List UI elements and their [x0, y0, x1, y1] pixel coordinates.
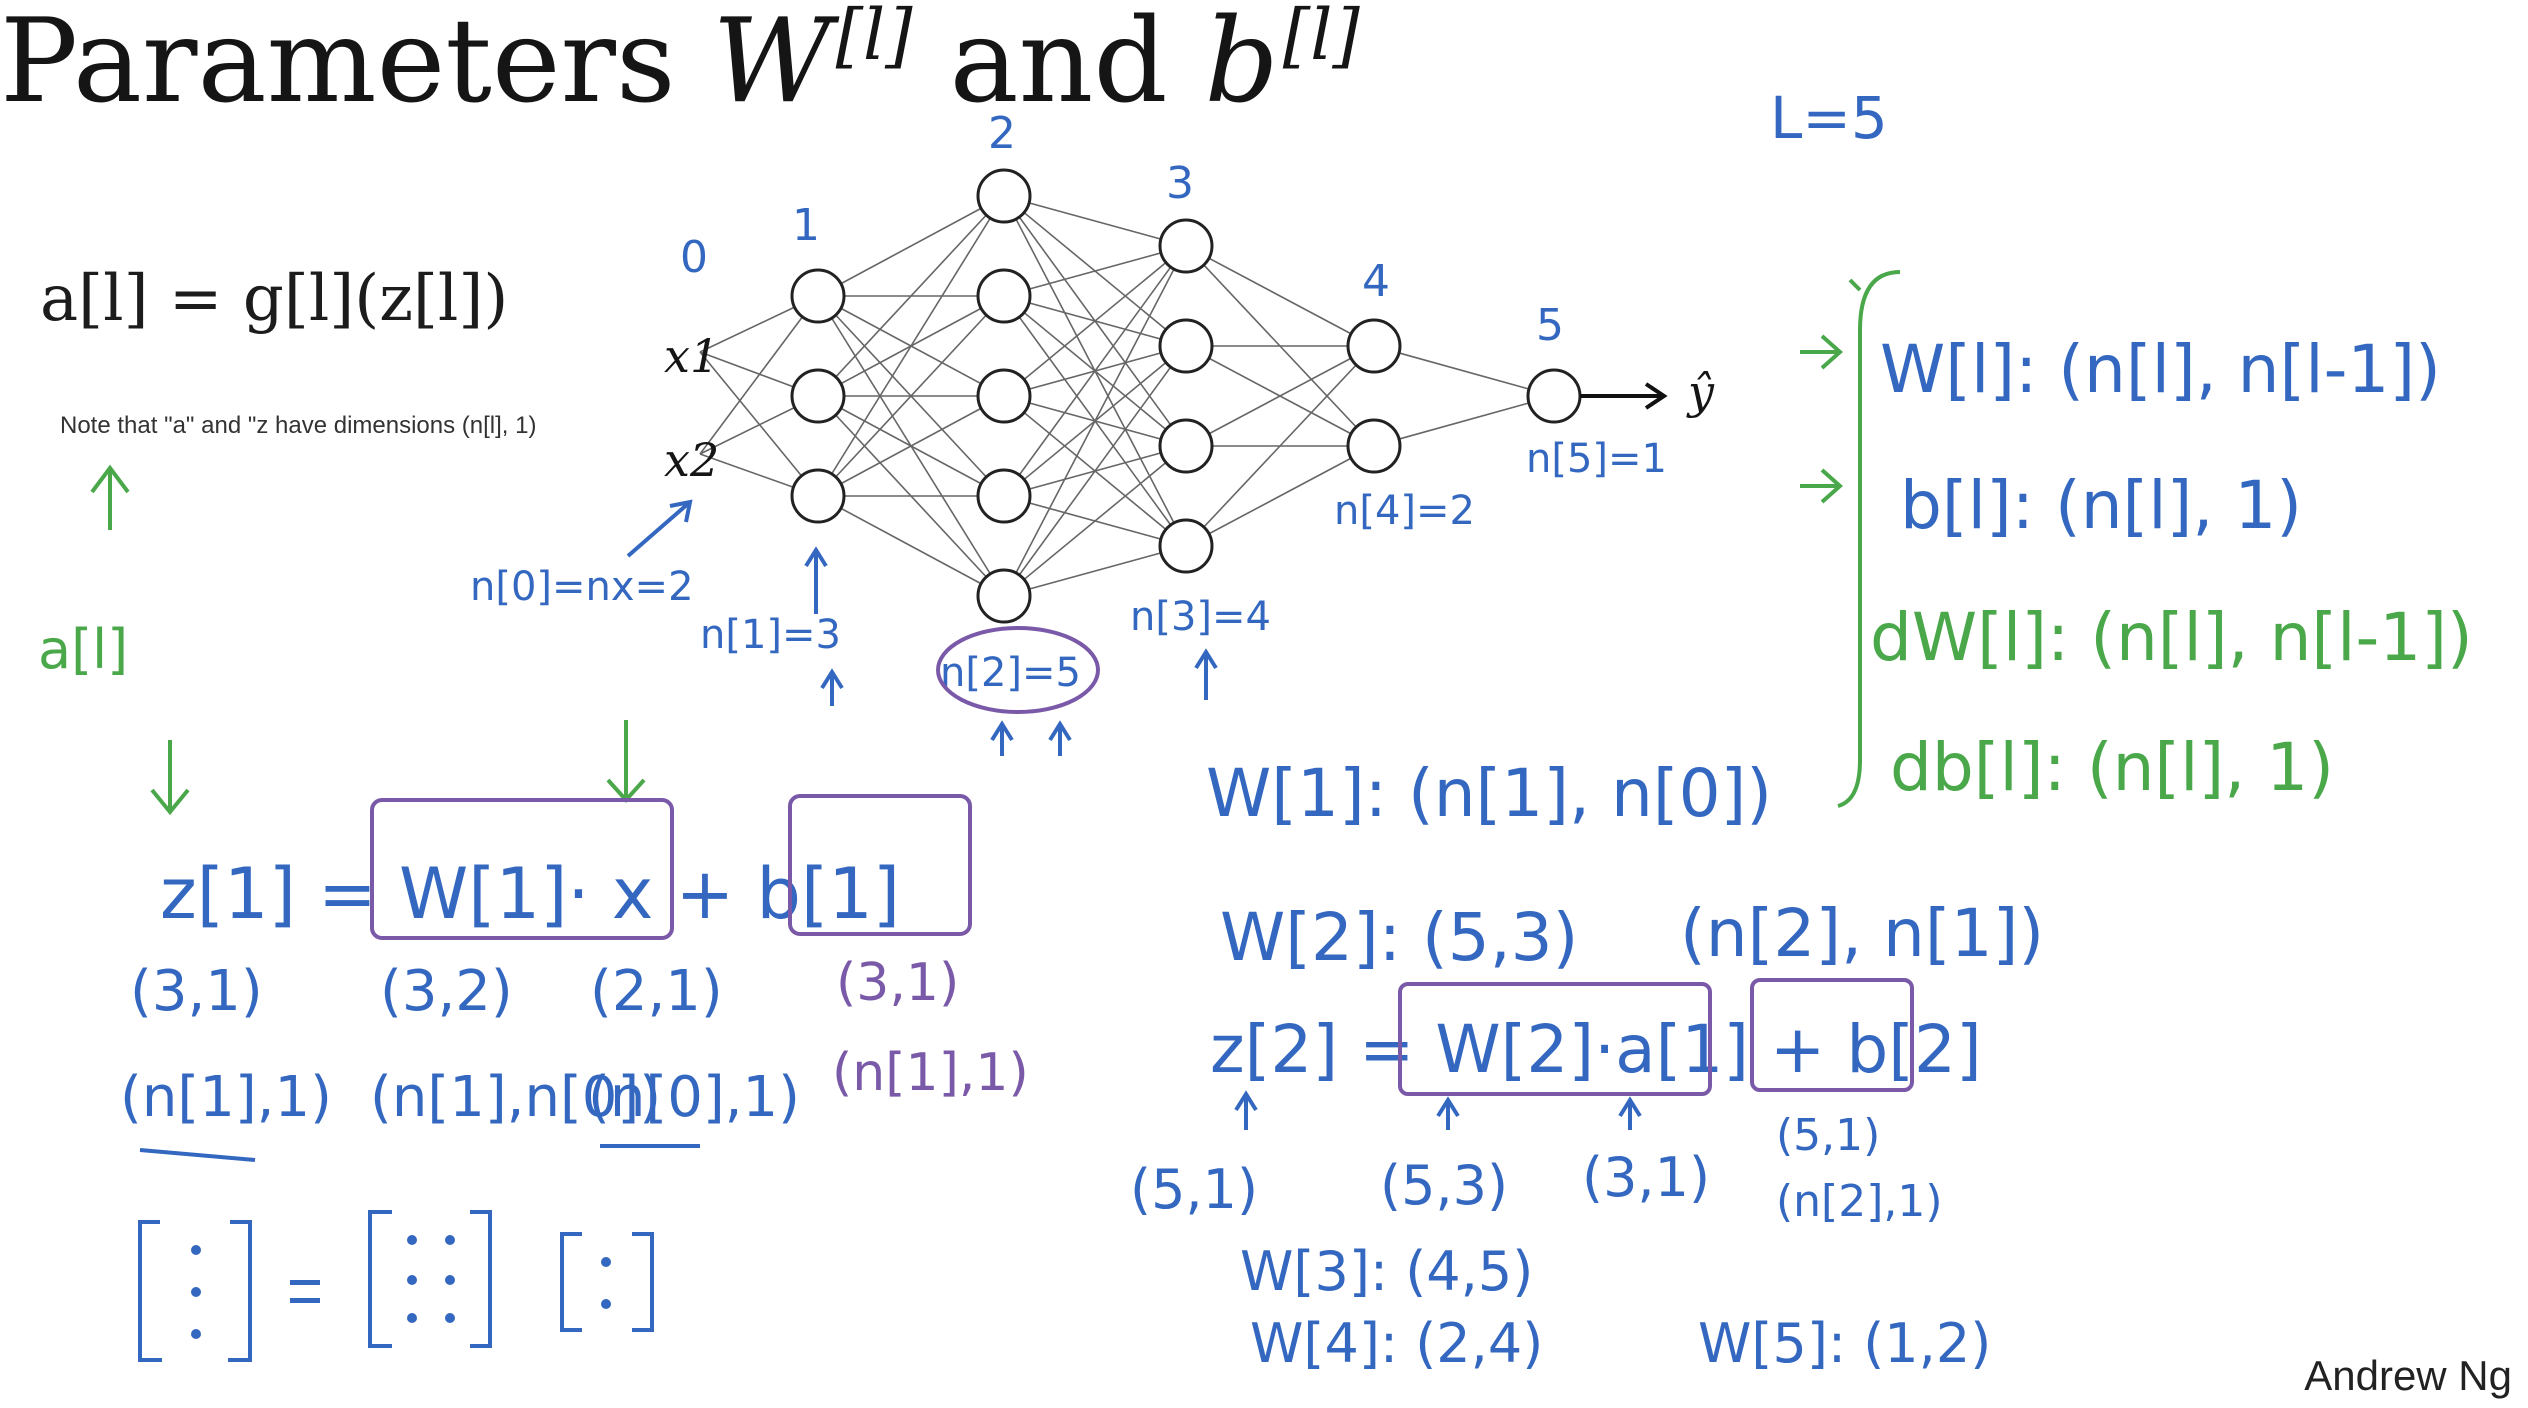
- w4-dims: W[4]: (2,4): [1250, 1312, 1543, 1375]
- neuron-layer-5: [1526, 368, 1582, 424]
- layer-number-0: 0: [680, 232, 708, 283]
- neuron-layer-2: [976, 568, 1032, 624]
- left-dim-z1: (3,1): [130, 959, 263, 1024]
- left-sym-b1: (n[1],1): [832, 1043, 1029, 1103]
- summary-w: W[l]: (n[l], n[l-1]): [1880, 331, 2441, 408]
- activation-formula: a[l] = g[l](z[l]): [40, 262, 509, 336]
- neuron-layer-1: [790, 268, 846, 324]
- connection-line: [1373, 395, 1555, 447]
- connection-line: [1003, 245, 1187, 597]
- a-l-note: a[l]: [38, 618, 128, 681]
- layer-number-4: 4: [1362, 256, 1390, 307]
- n2-highlight-ellipse: [936, 626, 1100, 714]
- output-arrow: [1580, 382, 1668, 410]
- right-dim-z2: (5,1): [1130, 1158, 1258, 1221]
- right-sym-b2: (n[2],1): [1776, 1176, 1943, 1227]
- w5-dims: W[5]: (1,2): [1698, 1312, 1991, 1375]
- right-w2-sym-dims: (n[2], n[1]): [1680, 895, 2044, 972]
- connection-line: [1003, 545, 1187, 597]
- neuron-layer-2: [976, 468, 1032, 524]
- left-sym-z1: (n[1],1): [120, 1065, 332, 1130]
- b2-box: [1750, 978, 1914, 1092]
- n4-annotation: n[4]=2: [1334, 488, 1475, 534]
- b1-box: [788, 794, 972, 936]
- left-sym-w1: (n[1],n[0]): [370, 1065, 661, 1130]
- input-label-x1: x1: [664, 329, 719, 383]
- w-x-box: [370, 798, 674, 940]
- connection-line: [817, 395, 1005, 497]
- connection-line: [1185, 245, 1375, 347]
- right-dim-w2: (5,3): [1380, 1154, 1508, 1217]
- right-w1-dims: W[1]: (n[1], n[0]): [1206, 755, 1772, 832]
- right-dim-a1: (3,1): [1582, 1146, 1710, 1209]
- w2-a1-box: [1398, 982, 1712, 1096]
- neuron-layer-2: [976, 368, 1032, 424]
- n0-annotation: n[0]=nx=2: [470, 564, 694, 610]
- left-dim-w1: (3,2): [380, 959, 513, 1024]
- right-equation: z[2] = W[2]·a[1] + b[2]: [1210, 1011, 1982, 1088]
- connection-line: [699, 351, 819, 497]
- connection-line: [817, 295, 1005, 497]
- connection-line: [817, 195, 1005, 497]
- summary-dw: dW[l]: (n[l], n[l-1]): [1870, 599, 2473, 676]
- right-w2-dims: W[2]: (5,3): [1220, 899, 1578, 976]
- num-layers-label: L=5: [1770, 84, 1888, 152]
- neuron-layer-3: [1158, 418, 1214, 474]
- left-equation: z[1] = W[1]· x + b[1]: [160, 853, 900, 935]
- summary-db: db[l]: (n[l], 1): [1890, 729, 2334, 806]
- connection-line: [1003, 345, 1187, 597]
- left-dim-b1: (3,1): [836, 953, 959, 1013]
- connection-line: [1373, 345, 1555, 397]
- layer-number-1: 1: [792, 200, 820, 251]
- neuron-layer-2: [976, 168, 1032, 224]
- connection-line: [1185, 345, 1375, 447]
- neuron-layer-3: [1158, 218, 1214, 274]
- dimension-note: Note that "a" and "z have dimensions (n[…: [60, 412, 537, 439]
- neuron-layer-1: [790, 368, 846, 424]
- neuron-layer-1: [790, 468, 846, 524]
- connection-line: [1185, 445, 1375, 547]
- connection-line: [817, 195, 1005, 297]
- left-dim-x: (2,1): [590, 959, 723, 1024]
- neuron-layer-2: [976, 268, 1032, 324]
- layer-number-5: 5: [1536, 300, 1564, 351]
- w3-dims: W[3]: (4,5): [1240, 1240, 1533, 1303]
- slide-title: Parameters W[l] and b[l]: [0, 0, 1360, 129]
- right-dim-b2: (5,1): [1776, 1110, 1880, 1161]
- neural-network-diagram: [699, 168, 1668, 624]
- connection-line: [817, 495, 1005, 597]
- neuron-layer-3: [1158, 518, 1214, 574]
- n2-annotation: n[2]=5: [940, 650, 1081, 696]
- n3-annotation: n[3]=4: [1130, 594, 1271, 640]
- connection-line: [817, 195, 1005, 397]
- neuron-layer-4: [1346, 418, 1402, 474]
- layer-number-3: 3: [1166, 158, 1194, 209]
- neuron-layer-4: [1346, 318, 1402, 374]
- n5-annotation: n[5]=1: [1526, 436, 1667, 482]
- connection-line: [699, 295, 819, 455]
- summary-b: b[l]: (n[l], 1): [1900, 467, 2302, 544]
- neuron-layer-3: [1158, 318, 1214, 374]
- n1-annotation: n[1]=3: [700, 612, 841, 658]
- output-label-yhat: ŷ: [1686, 365, 1715, 419]
- connection-line: [1003, 445, 1187, 597]
- layer-number-2: 2: [988, 108, 1016, 159]
- left-sym-x: (n[0],1): [588, 1065, 800, 1130]
- connection-line: [1003, 245, 1187, 497]
- connection-line: [1003, 245, 1187, 397]
- author-credit: Andrew Ng: [2304, 1352, 2512, 1399]
- input-label-x2: x2: [664, 433, 719, 487]
- connection-line: [1185, 345, 1375, 547]
- connection-line: [1003, 245, 1187, 297]
- connection-line: [1003, 195, 1187, 247]
